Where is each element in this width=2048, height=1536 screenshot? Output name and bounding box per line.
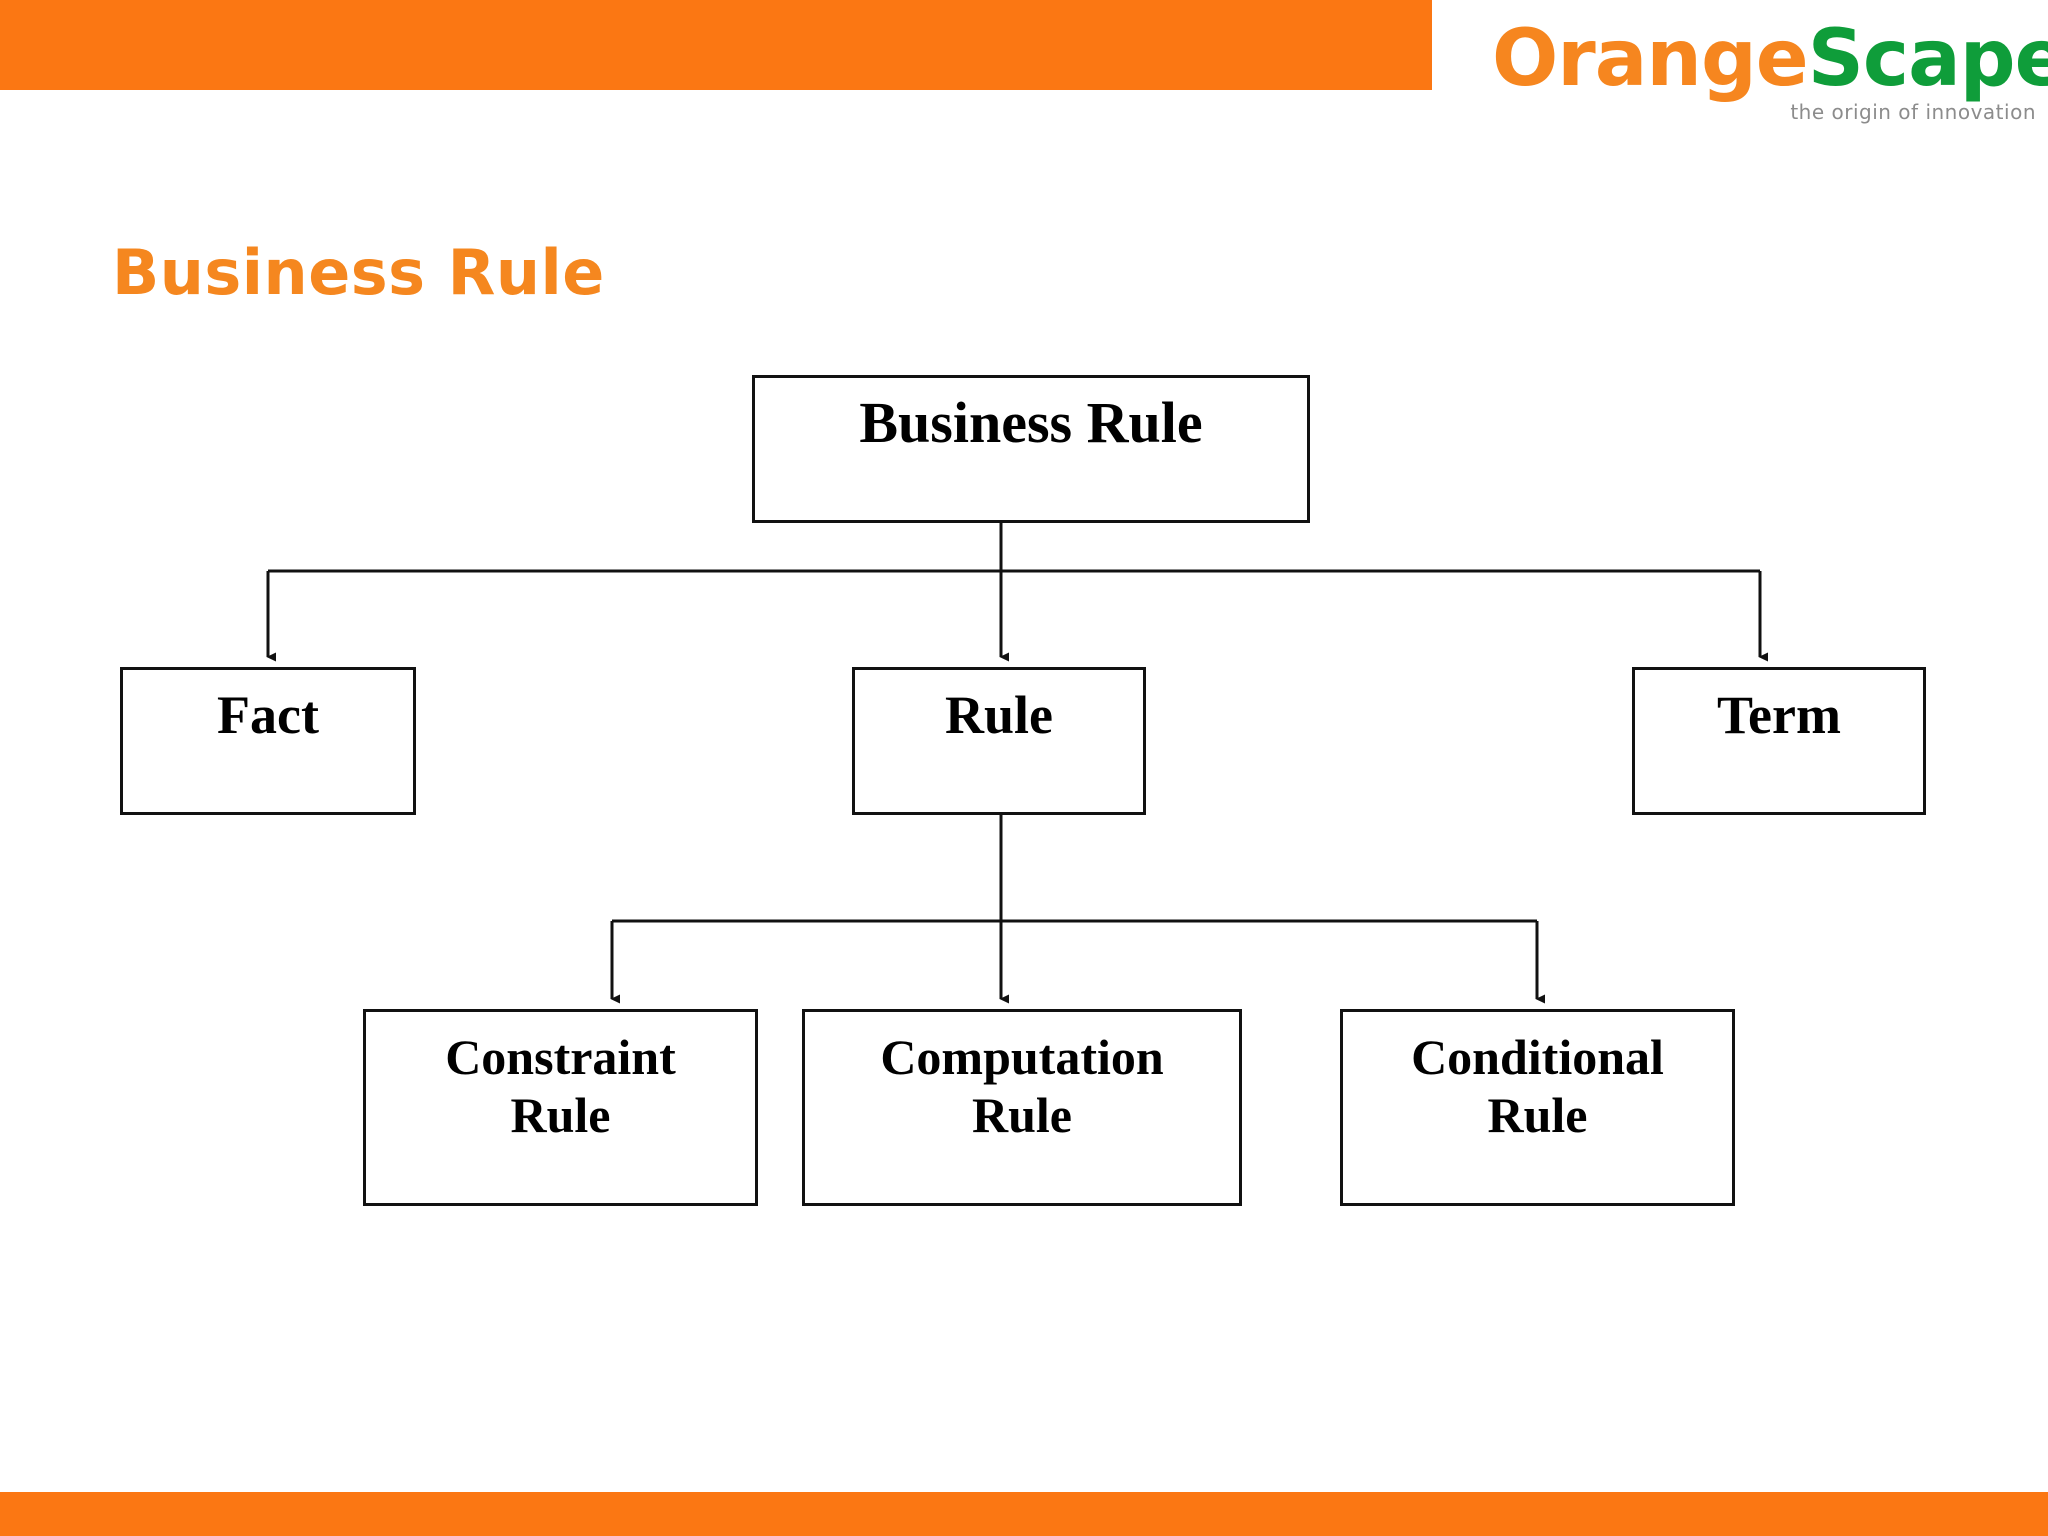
node-business-rule-label: Business Rule [859,390,1203,455]
node-computation-rule-label: Computation Rule [880,1029,1164,1143]
node-fact-label: Fact [217,685,319,745]
node-fact[interactable]: Fact [120,667,416,815]
node-term-label: Term [1717,685,1841,745]
header-accent-bar [0,0,1432,90]
node-constraint-rule-label: Constraint Rule [445,1029,676,1143]
orangescape-logo: OrangeScape the origin of innovation [1492,18,2048,138]
logo-wordmark: OrangeScape [1492,18,2048,100]
node-conditional-rule[interactable]: Conditional Rule [1340,1009,1735,1206]
node-rule-label: Rule [945,685,1053,745]
logo-text-scape: Scape [1807,14,2048,104]
footer-accent-bar [0,1492,2048,1536]
logo-tagline: the origin of innovation [1790,100,2036,124]
node-rule[interactable]: Rule [852,667,1146,815]
node-term[interactable]: Term [1632,667,1926,815]
logo-text-orange: Orange [1492,14,1809,104]
node-constraint-rule[interactable]: Constraint Rule [363,1009,758,1206]
node-business-rule[interactable]: Business Rule [752,375,1310,523]
node-conditional-rule-label: Conditional Rule [1411,1029,1664,1143]
node-computation-rule[interactable]: Computation Rule [802,1009,1242,1206]
page-title: Business Rule [112,236,605,309]
